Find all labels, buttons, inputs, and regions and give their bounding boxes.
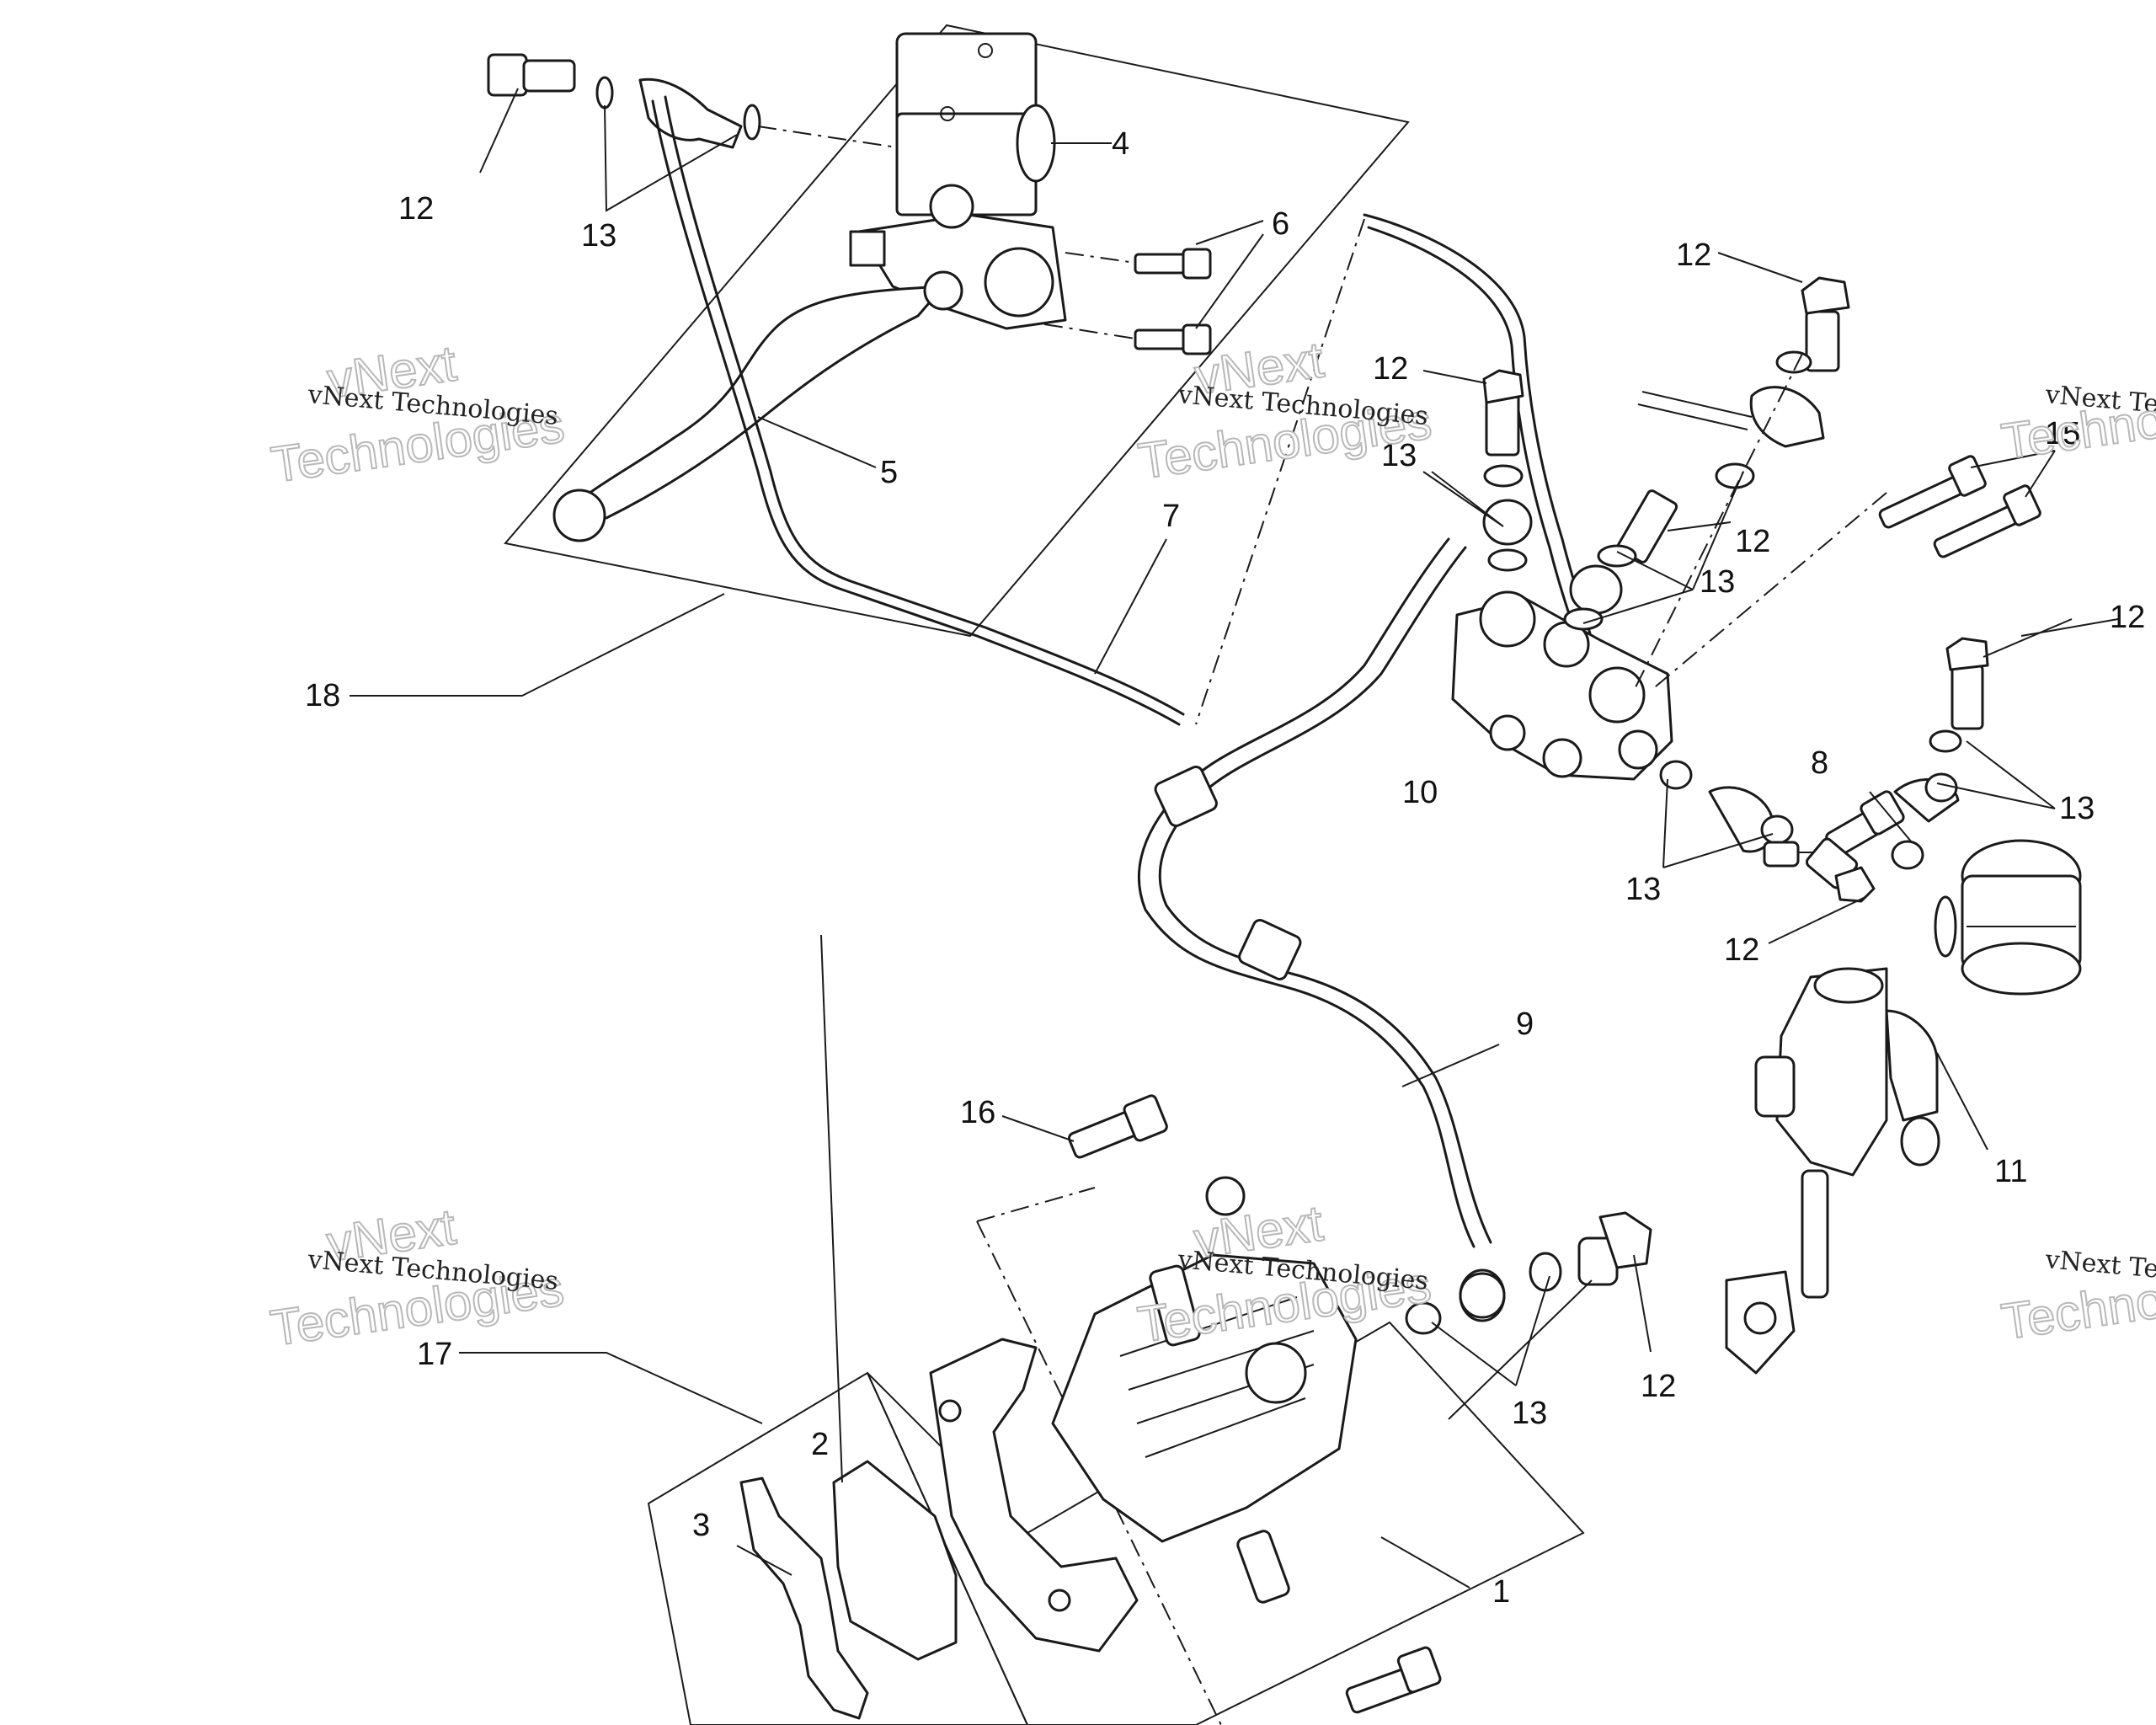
callout-17: 17 bbox=[417, 1337, 452, 1372]
cap-screw-2 bbox=[940, 106, 955, 121]
callout-6: 6 bbox=[1272, 206, 1289, 242]
caliper-assembly bbox=[647, 1094, 1652, 1725]
callout-12-e: 12 bbox=[2110, 600, 2145, 635]
callout-2: 2 bbox=[811, 1427, 829, 1462]
leader-lines bbox=[350, 88, 2119, 1589]
callout-12-b: 12 bbox=[1676, 238, 1711, 273]
callout-12-g: 12 bbox=[1641, 1369, 1676, 1404]
hose-8-assembly bbox=[1659, 637, 1989, 903]
callout-10: 10 bbox=[1402, 775, 1438, 810]
callout-12-a: 12 bbox=[398, 191, 434, 227]
callout-12-d: 12 bbox=[1735, 524, 1770, 559]
pivot-bolt bbox=[849, 230, 886, 267]
routing-centerline bbox=[1195, 218, 1365, 725]
callout-15: 15 bbox=[2045, 416, 2080, 451]
callout-3: 3 bbox=[692, 1508, 710, 1543]
cap-screw bbox=[978, 43, 993, 58]
lever-pivot bbox=[923, 270, 963, 311]
mounting-screws bbox=[1043, 248, 1212, 355]
assembly-frame-18 bbox=[504, 24, 1410, 638]
callout-13-f: 13 bbox=[1512, 1396, 1547, 1431]
rear-master-cylinder bbox=[1725, 839, 2082, 1375]
callout-9: 9 bbox=[1516, 1007, 1534, 1042]
callout-12-c: 12 bbox=[1373, 351, 1408, 387]
banjo-bolt-top bbox=[487, 53, 898, 149]
callout-5: 5 bbox=[880, 455, 898, 490]
callout-13-d: 13 bbox=[2059, 791, 2095, 826]
master-cylinder-assembly bbox=[487, 24, 1410, 726]
clutch-hose-upper bbox=[651, 99, 1181, 726]
callout-13-e: 13 bbox=[1625, 872, 1661, 907]
callout-7: 7 bbox=[1162, 499, 1180, 534]
pad-frame-17 bbox=[647, 1371, 1029, 1725]
lever-ball-end bbox=[552, 489, 606, 542]
clutch-hose-upper-outline bbox=[664, 95, 1185, 716]
junction-block bbox=[1451, 276, 2041, 781]
callout-13-c: 13 bbox=[1700, 564, 1735, 600]
callout-16: 16 bbox=[960, 1095, 995, 1130]
banjo-port bbox=[929, 184, 974, 229]
callout-11: 11 bbox=[1994, 1154, 2027, 1189]
callout-8: 8 bbox=[1811, 745, 1828, 781]
clutch-lever bbox=[563, 285, 945, 520]
callout-13-b: 13 bbox=[1381, 438, 1417, 473]
reservoir-window bbox=[1016, 104, 1056, 183]
callout-18: 18 bbox=[305, 678, 340, 713]
callout-13-a: 13 bbox=[581, 218, 616, 254]
callout-4: 4 bbox=[1112, 126, 1129, 162]
clamp-bore bbox=[984, 247, 1054, 318]
callout-labels: 4 6 5 7 18 12 13 12 12 13 12 13 15 12 10… bbox=[305, 126, 2145, 1610]
callout-1: 1 bbox=[1492, 1574, 1510, 1610]
callout-12-f: 12 bbox=[1724, 932, 1759, 968]
